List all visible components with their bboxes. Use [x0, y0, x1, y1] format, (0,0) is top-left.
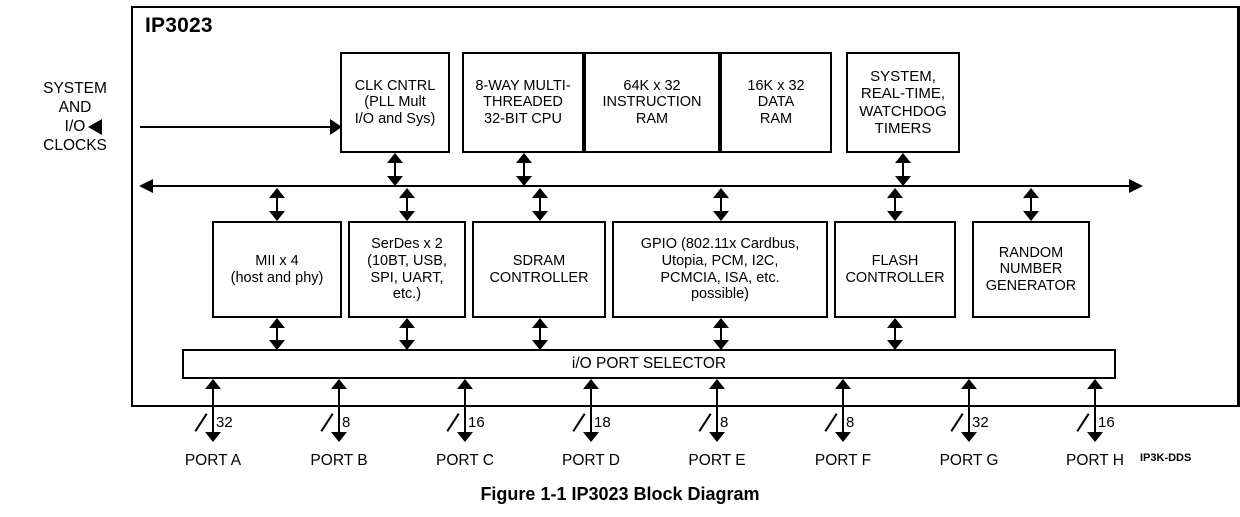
port-leg-f	[834, 379, 852, 442]
block-serdes-label: SerDes x 2 (10BT, USB, SPI, UART, etc.)	[367, 236, 447, 303]
block-random-number-generator[interactable]: RANDOM NUMBER GENERATOR	[972, 221, 1090, 318]
connector-gpio-to-port-selector	[712, 318, 730, 350]
block-sdram-controller-label: SDRAM CONTROLLER	[489, 252, 589, 286]
port-g-width: 32	[972, 414, 989, 431]
block-gpio[interactable]: GPIO (802.11x Cardbus, Utopia, PCM, I2C,…	[612, 221, 828, 318]
document-code-label: IP3K-DDS	[1140, 452, 1192, 464]
port-b-width: 8	[342, 414, 351, 431]
port-h-label: PORT H	[1066, 452, 1124, 469]
block-timers-label: SYSTEM, REAL-TIME, WATCHDOG TIMERS	[859, 68, 947, 137]
io-port-selector[interactable]: i/O PORT SELECTOR	[182, 349, 1116, 379]
port-c-label: PORT C	[436, 452, 494, 469]
block-serdes[interactable]: SerDes x 2 (10BT, USB, SPI, UART, etc.)	[348, 221, 466, 318]
port-leg-h	[1086, 379, 1104, 442]
connector-bus-to-rng	[1022, 188, 1040, 221]
port-a-label: PORT A	[184, 452, 242, 469]
main-system-bus	[152, 185, 1130, 188]
port-leg-b	[330, 379, 348, 442]
connector-mii-to-port-selector	[268, 318, 286, 350]
block-clk-cntrl-label: CLK CNTRL (PLL Mult I/O and Sys)	[354, 77, 436, 127]
connector-bus-to-serdes	[398, 188, 416, 221]
block-flash-controller[interactable]: FLASH CONTROLLER	[834, 221, 956, 318]
connector-clk-to-bus	[386, 153, 404, 186]
chip-boundary-right-edge	[1237, 6, 1240, 407]
port-leg-c	[456, 379, 474, 442]
bus-arrow-right-icon	[1129, 179, 1143, 193]
port-leg-a	[204, 379, 222, 442]
block-instruction-ram-label: 64K x 32 INSTRUCTION RAM	[602, 77, 702, 127]
block-mii-label: MII x 4 (host and phy)	[230, 252, 324, 286]
connector-bus-to-sdram	[531, 188, 549, 221]
port-f-label: PORT F	[814, 452, 872, 469]
port-d-label: PORT D	[562, 452, 620, 469]
block-clk-cntrl[interactable]: CLK CNTRL (PLL Mult I/O and Sys)	[340, 52, 450, 153]
port-e-width: 8	[720, 414, 729, 431]
port-leg-g	[960, 379, 978, 442]
port-h-width: 16	[1098, 414, 1115, 431]
connector-cpu-to-bus	[515, 153, 533, 186]
system-and-io-clocks-label: SYSTEM AND I/O CLOCKS	[43, 80, 107, 154]
block-gpio-label: GPIO (802.11x Cardbus, Utopia, PCM, I2C,…	[640, 236, 800, 303]
connector-sdram-to-port-selector	[531, 318, 549, 350]
connector-flash-to-port-selector	[886, 318, 904, 350]
block-cpu-label: 8-WAY MULTI- THREADED 32-BIT CPU	[475, 77, 571, 127]
block-mii[interactable]: MII x 4 (host and phy)	[212, 221, 342, 318]
figure-caption: Figure 1-1 IP3023 Block Diagram	[480, 484, 760, 504]
port-e-label: PORT E	[688, 452, 746, 469]
block-timers[interactable]: SYSTEM, REAL-TIME, WATCHDOG TIMERS	[846, 52, 960, 153]
port-leg-e	[708, 379, 726, 442]
port-c-width: 16	[468, 414, 485, 431]
block-sdram-controller[interactable]: SDRAM CONTROLLER	[472, 221, 606, 318]
port-a-width: 32	[216, 414, 233, 431]
connector-serdes-to-port-selector	[398, 318, 416, 350]
clock-arrow-left-icon	[88, 119, 102, 135]
connector-timers-to-bus	[894, 153, 912, 186]
connector-bus-to-gpio	[712, 188, 730, 221]
clock-arrow-right-icon	[330, 119, 342, 135]
block-flash-controller-label: FLASH CONTROLLER	[845, 252, 945, 286]
port-f-width: 8	[846, 414, 855, 431]
connector-bus-to-mii	[268, 188, 286, 221]
chip-title: IP3023	[145, 14, 213, 37]
block-data-ram[interactable]: 16K x 32 DATA RAM	[720, 52, 832, 153]
io-port-selector-label: i/O PORT SELECTOR	[571, 355, 727, 372]
block-data-ram-label: 16K x 32 DATA RAM	[747, 77, 805, 127]
connector-bus-to-flash	[886, 188, 904, 221]
port-d-width: 18	[594, 414, 611, 431]
port-g-label: PORT G	[939, 452, 999, 469]
block-instruction-ram[interactable]: 64K x 32 INSTRUCTION RAM	[584, 52, 720, 153]
clock-connector-line	[140, 126, 340, 129]
block-random-number-generator-label: RANDOM NUMBER GENERATOR	[985, 244, 1077, 294]
block-cpu[interactable]: 8-WAY MULTI- THREADED 32-BIT CPU	[462, 52, 584, 153]
port-leg-d	[582, 379, 600, 442]
port-b-label: PORT B	[310, 452, 368, 469]
bus-arrow-left-icon	[139, 179, 153, 193]
